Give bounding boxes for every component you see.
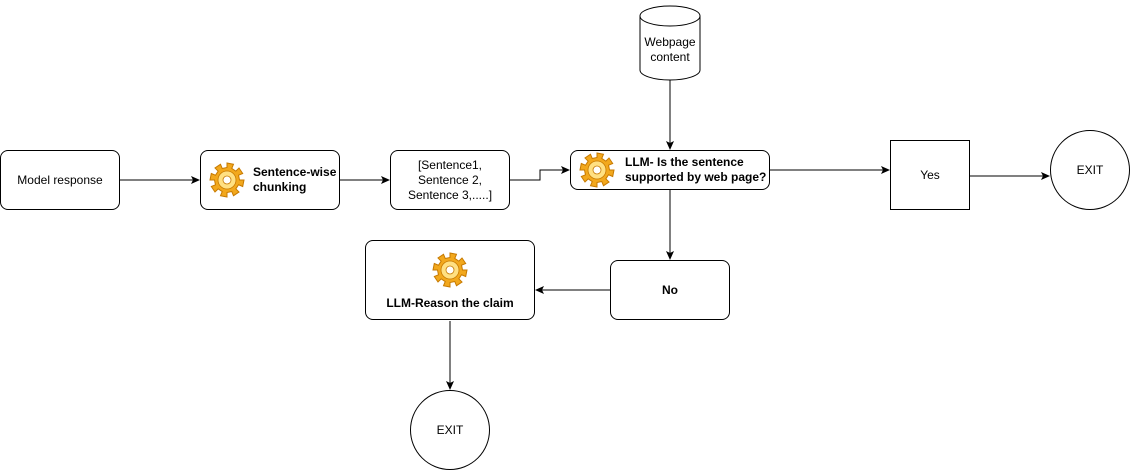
exit-bottom-node: EXIT [410, 390, 490, 470]
exit-bottom-label: EXIT [436, 422, 464, 437]
llm-reason-label: LLM-Reason the claim [386, 295, 514, 310]
webpage-content-node: Webpage content [640, 28, 700, 72]
webpage-content-label: Webpage content [644, 35, 696, 64]
gear-icon [430, 250, 470, 290]
no-label: No [662, 282, 678, 297]
no-node: No [610, 260, 730, 320]
arrow-sentences-to-llm [510, 166, 570, 181]
exit-right-node: EXIT [1050, 130, 1130, 210]
gear-icon [207, 160, 247, 200]
sentences-node: [Sentence1, Sentence 2, Sentence 3,.....… [390, 150, 510, 210]
llm-check-node: LLM- Is the sentence supported by web pa… [570, 150, 770, 190]
model-response-node: Model response [0, 150, 120, 210]
exit-right-label: EXIT [1076, 162, 1104, 177]
llm-check-label: LLM- Is the sentence supported by web pa… [625, 155, 767, 184]
chunking-label: Sentence-wise chunking [253, 165, 337, 194]
sentences-label: [Sentence1, Sentence 2, Sentence 3,.....… [407, 157, 493, 202]
chunking-node: Sentence-wise chunking [200, 150, 340, 210]
webpage-cylinder-shape [639, 5, 701, 81]
yes-node: Yes [890, 140, 970, 210]
model-response-label: Model response [17, 172, 103, 187]
llm-reason-node: LLM-Reason the claim [365, 240, 535, 320]
yes-label: Yes [920, 167, 940, 182]
gear-icon [577, 150, 617, 190]
